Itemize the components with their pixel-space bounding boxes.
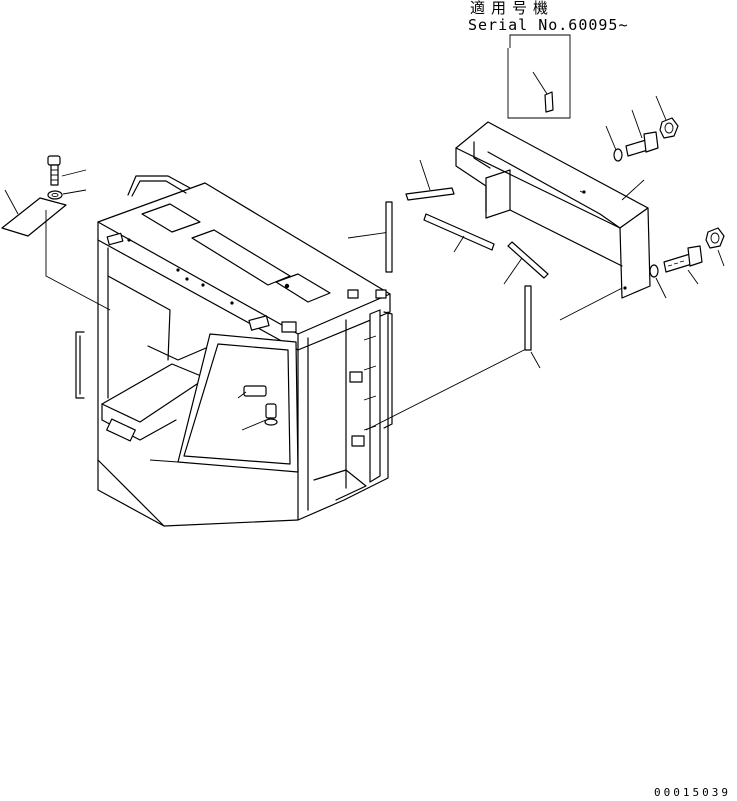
bolt-upper-right <box>625 109 659 157</box>
serial-number-label: Serial No.60095~ <box>468 16 629 34</box>
spacer-strip-left <box>385 201 393 273</box>
spacer-strip-right <box>524 285 541 369</box>
washer-top-left <box>47 189 87 200</box>
serial-range-bracket <box>507 34 571 119</box>
cab-leader-lines <box>347 231 631 431</box>
diagonal-strip-lower <box>503 241 549 285</box>
washer-upper-right <box>605 125 623 162</box>
rear-bracket-frame <box>455 121 651 299</box>
plate-top-left <box>1 189 111 311</box>
applicable-serial-heading: 適用号機 <box>470 0 555 17</box>
nut-lower-right <box>705 227 725 267</box>
bolt-lower-right <box>663 245 703 285</box>
cab-frame <box>75 175 393 527</box>
diagonal-strip-middle <box>423 213 495 253</box>
drawing-code: 00015039 <box>654 786 731 799</box>
diagonal-strip-top <box>405 159 455 201</box>
washer-lower-right <box>649 264 667 299</box>
bolt-top-left <box>47 155 87 186</box>
nut-upper-right <box>655 95 679 139</box>
inset-plate-part <box>532 71 554 113</box>
